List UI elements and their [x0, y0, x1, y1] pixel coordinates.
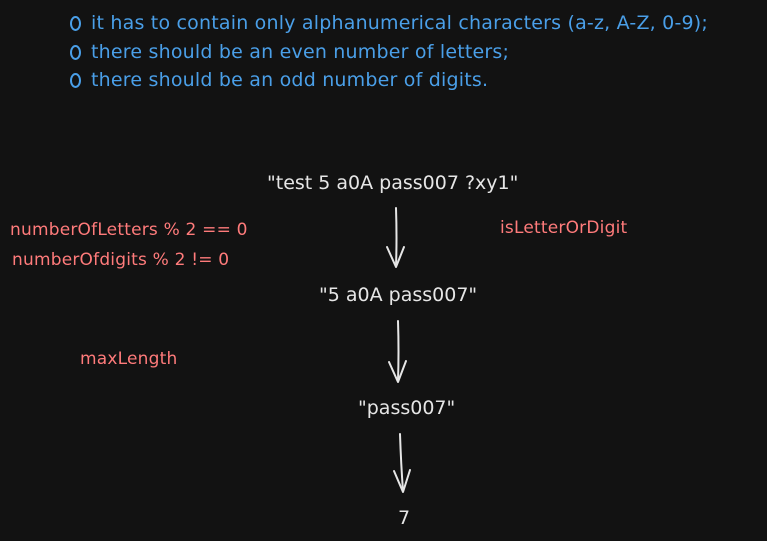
circle-bullet-icon — [70, 15, 81, 31]
circle-bullet-icon — [70, 72, 81, 88]
filtered-string-node: "5 a0A pass007" — [319, 284, 478, 306]
even-letters-condition: numberOfLetters % 2 == 0 — [10, 220, 248, 240]
max-length-operation: maxLength — [80, 349, 178, 369]
rule-text: there should be an odd number of digits. — [91, 69, 489, 91]
arrow-down-icon — [393, 433, 411, 493]
arrow-down-icon — [386, 207, 405, 268]
letter-or-digit-filter: isLetterOrDigit — [500, 218, 628, 238]
arrow-down-icon — [388, 320, 407, 383]
input-string-node: "test 5 a0A pass007 ?xy1" — [267, 172, 519, 194]
circle-bullet-icon — [70, 44, 81, 60]
rule-even-letters: there should be an even number of letter… — [70, 39, 509, 65]
longest-word-node: "pass007" — [358, 397, 456, 419]
rule-odd-digits: there should be an odd number of digits. — [70, 67, 488, 93]
result-length-node: 7 — [398, 507, 411, 529]
rule-text: there should be an even number of letter… — [91, 41, 510, 63]
odd-digits-condition: numberOfdigits % 2 != 0 — [12, 250, 230, 270]
rule-text: it has to contain only alphanumerical ch… — [91, 12, 709, 34]
rule-alphanumeric: it has to contain only alphanumerical ch… — [70, 10, 708, 36]
